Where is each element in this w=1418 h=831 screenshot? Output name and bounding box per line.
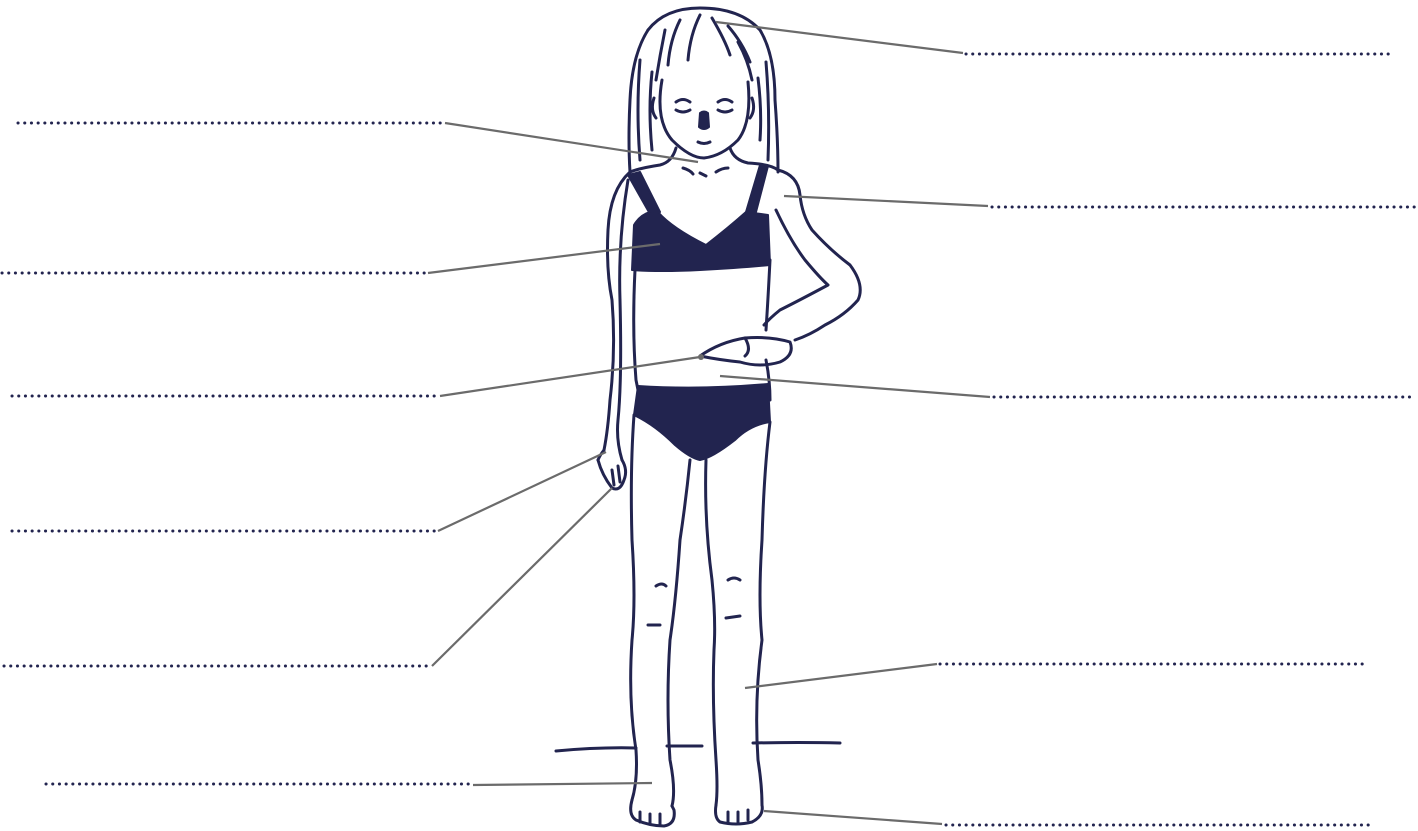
label-shoulder bbox=[784, 196, 1416, 207]
child-figure bbox=[556, 8, 860, 826]
label-belly bbox=[720, 376, 1416, 397]
label-neck bbox=[18, 123, 698, 162]
feet bbox=[631, 800, 763, 826]
label-navel bbox=[12, 354, 704, 396]
top-garment bbox=[628, 165, 770, 271]
label-chest bbox=[2, 244, 660, 273]
label-leg bbox=[745, 664, 1364, 688]
label-fingers bbox=[4, 488, 612, 666]
face bbox=[652, 80, 753, 158]
label-wrist bbox=[12, 452, 606, 531]
label-hair bbox=[716, 22, 1392, 54]
hair bbox=[629, 8, 778, 172]
floor-lines bbox=[556, 743, 840, 752]
bottom-garment bbox=[634, 384, 770, 460]
label-heel bbox=[46, 783, 652, 785]
label-toes bbox=[764, 811, 1370, 825]
neck-shoulders bbox=[630, 148, 778, 176]
